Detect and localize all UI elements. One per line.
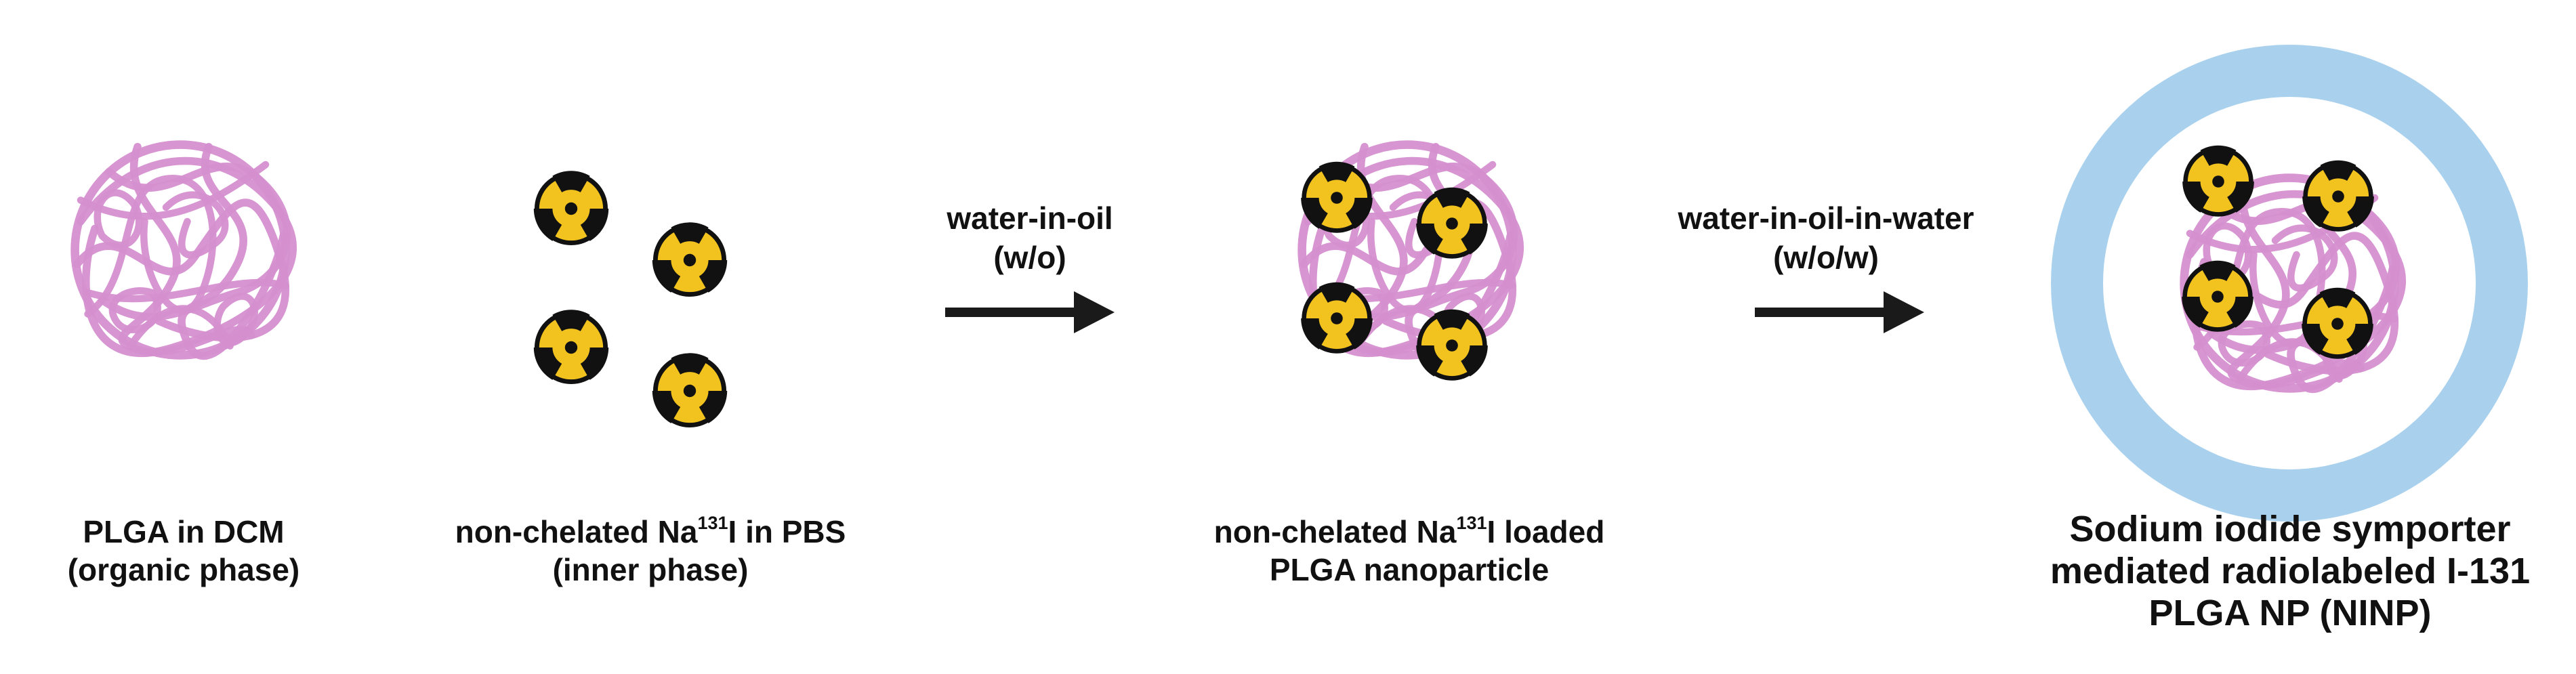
caption-step-4-line3: PLGA NP (NINP) <box>2148 593 2432 633</box>
caption-step-2: non-chelated Na131I in PBS (inner phase) <box>407 513 894 589</box>
caption-step-2-line1: non-chelated Na131I in PBS <box>407 513 894 551</box>
caption-step-3-sup: 131 <box>1456 512 1487 533</box>
arrow-label-1-line1: water-in-oil <box>947 201 1113 236</box>
caption-step-4: Sodium iodide symporter mediated radiola… <box>2006 508 2575 634</box>
radioactive-icon-2 <box>652 222 727 294</box>
plga-polymer-coil-icon <box>75 145 293 356</box>
caption-step-2-prefix: non-chelated Na <box>455 514 698 549</box>
right-arrow-icon-1 <box>945 291 1115 333</box>
arrow-label-2: water-in-oil-in-water (w/o/w) <box>1653 198 1999 277</box>
arrow-label-1-line2: (w/o) <box>993 240 1066 275</box>
caption-step-3-line1: non-chelated Na131I loaded <box>1172 513 1646 551</box>
caption-step-1: PLGA in DCM (organic phase) <box>38 513 329 589</box>
caption-step-1-line2: (organic phase) <box>67 552 300 587</box>
arrow-label-2-line1: water-in-oil-in-water <box>1678 201 1974 236</box>
caption-step-3-line2: PLGA nanoparticle <box>1269 552 1550 587</box>
caption-step-3-prefix: non-chelated Na <box>1213 514 1457 549</box>
caption-step-1-line1: PLGA in DCM <box>83 514 285 549</box>
caption-step-2-suffix: I in PBS <box>728 514 846 549</box>
caption-step-3-suffix: I loaded <box>1487 514 1605 549</box>
radioactive-icon-1 <box>534 171 608 243</box>
arrow-label-2-line2: (w/o/w) <box>1773 240 1879 275</box>
caption-step-2-sup: 131 <box>697 512 728 533</box>
radioactive-icon-3 <box>534 310 608 381</box>
radioactive-icon-4 <box>652 353 727 425</box>
right-arrow-icon-2 <box>1755 291 1924 333</box>
caption-step-4-line2: mediated radiolabeled I-131 <box>2050 551 2531 591</box>
caption-step-2-line2: (inner phase) <box>552 552 749 587</box>
caption-step-3: non-chelated Na131I loaded PLGA nanopart… <box>1172 513 1646 589</box>
caption-step-4-line1: Sodium iodide symporter <box>2069 509 2511 549</box>
arrow-label-1: water-in-oil (w/o) <box>908 198 1152 277</box>
